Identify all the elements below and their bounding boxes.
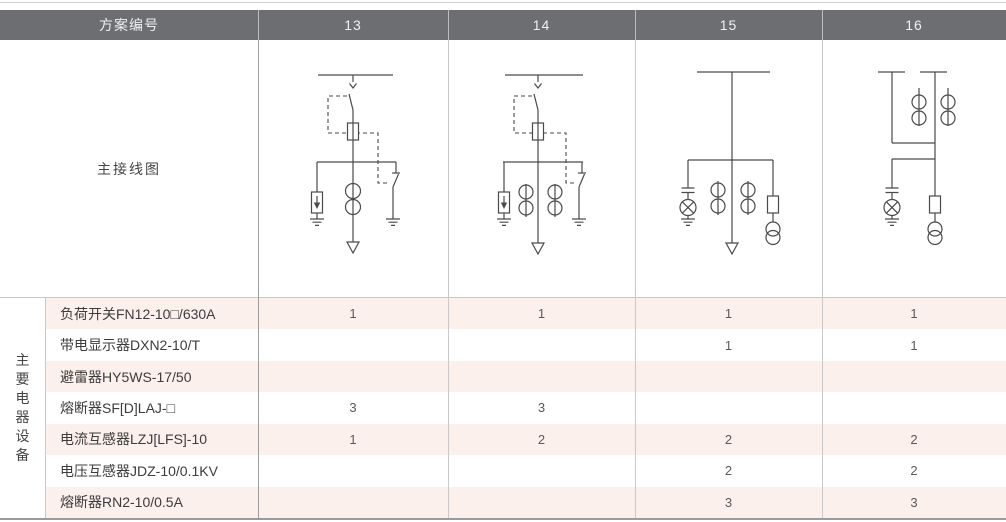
qty-scheme-16: 2 (910, 463, 918, 479)
column-divider (822, 40, 823, 518)
qty-scheme-14 (448, 329, 635, 360)
qty-scheme-15: 2 (724, 463, 733, 479)
qty-scheme-13 (258, 455, 448, 486)
qty-scheme-14 (448, 455, 635, 486)
main-wiring-diagram-label: 主接线图 (97, 160, 161, 177)
wiring-diagram-scheme-15 (679, 71, 781, 256)
group-label-char: 要 (15, 370, 30, 387)
qty-scheme-13: 1 (349, 431, 357, 447)
table-row: 带电显示器DXN2-10/T 1 1 (0, 329, 1006, 360)
column-divider (258, 40, 259, 518)
qty-scheme-16 (822, 361, 1006, 392)
qty-scheme-14: 3 (537, 400, 546, 416)
wiring-diagram-scheme-14 (497, 74, 586, 256)
header-divider (258, 10, 259, 40)
qty-scheme-16: 1 (910, 337, 918, 353)
qty-scheme-16 (822, 392, 1006, 423)
equipment-table: 负荷开关FN12-10□/630A 1 1 1 1 带电显示器DXN2-10/T… (0, 298, 1006, 518)
table-row: 熔断器RN2-10/0.5A 3 3 (0, 486, 1006, 518)
column-divider (448, 40, 449, 518)
qty-scheme-13: 1 (349, 306, 357, 322)
wiring-diagram-scheme-13 (310, 74, 400, 255)
equipment-name: 电压互感器JDZ-10/0.1KV (60, 462, 218, 479)
qty-scheme-15 (635, 392, 822, 423)
equipment-name: 熔断器SF[D]LAJ-□ (60, 399, 176, 416)
equipment-name: 熔断器RN2-10/0.5A (60, 494, 183, 511)
equipment-name: 负荷开关FN12-10□/630A (60, 305, 216, 322)
table-top-border (0, 2, 1006, 3)
equipment-name: 避雷器HY5WS-17/50 (60, 368, 192, 385)
qty-scheme-13 (258, 361, 448, 392)
table-row: 电流互感器LZJ[LFS]-10 1 2 2 2 (0, 423, 1006, 456)
header-divider (448, 10, 449, 40)
qty-scheme-13 (258, 487, 448, 518)
equipment-name: 带电显示器DXN2-10/T (60, 337, 201, 354)
row-highlight (46, 423, 1006, 456)
header-divider (635, 10, 636, 40)
header-scheme-14: 14 (532, 17, 551, 33)
table-header-row: 方案编号 13 14 15 16 (0, 10, 1006, 40)
qty-scheme-15: 1 (724, 337, 733, 353)
group-label-char: 主 (15, 351, 30, 368)
qty-scheme-14: 2 (537, 431, 546, 447)
table-row: 熔断器SF[D]LAJ-□ 3 3 (0, 392, 1006, 423)
qty-scheme-16: 1 (910, 306, 918, 322)
header-divider (822, 10, 823, 40)
header-scheme-13: 13 (344, 17, 362, 33)
row-highlight (46, 486, 1006, 518)
group-label-char: 备 (15, 446, 30, 463)
qty-scheme-13: 3 (349, 400, 357, 416)
group-label-divider (45, 297, 46, 518)
table-row: 避雷器HY5WS-17/50 (0, 360, 1006, 393)
table-bottom-border (0, 518, 1006, 520)
section-divider (0, 297, 1006, 298)
wiring-diagram-scheme-16 (878, 71, 956, 246)
header-scheme-16: 16 (905, 17, 923, 33)
column-divider (635, 40, 636, 518)
qty-scheme-14 (448, 361, 635, 392)
group-label-char: 设 (15, 427, 30, 444)
row-highlight (46, 360, 1006, 393)
qty-scheme-14: 1 (537, 306, 546, 322)
equipment-name: 电流互感器LZJ[LFS]-10 (60, 431, 208, 448)
table-row: 负荷开关FN12-10□/630A 1 1 1 1 (0, 298, 1006, 330)
qty-scheme-15 (635, 361, 822, 392)
equipment-group-label: 主 要 电 器 设 备 (0, 297, 45, 518)
qty-scheme-16: 2 (910, 431, 918, 447)
table-row: 电压互感器JDZ-10/0.1KV 2 2 (0, 455, 1006, 486)
header-scheme-15: 15 (719, 17, 738, 33)
group-label-char: 电 (15, 389, 30, 406)
header-scheme-label: 方案编号 (99, 17, 159, 33)
qty-scheme-15: 1 (724, 306, 733, 322)
group-label-char: 器 (15, 408, 30, 425)
qty-scheme-15: 2 (724, 431, 733, 447)
qty-scheme-14 (448, 487, 635, 518)
qty-scheme-15: 3 (724, 494, 733, 510)
qty-scheme-16: 3 (910, 494, 918, 510)
qty-scheme-13 (258, 329, 448, 360)
row-highlight (46, 298, 1006, 330)
